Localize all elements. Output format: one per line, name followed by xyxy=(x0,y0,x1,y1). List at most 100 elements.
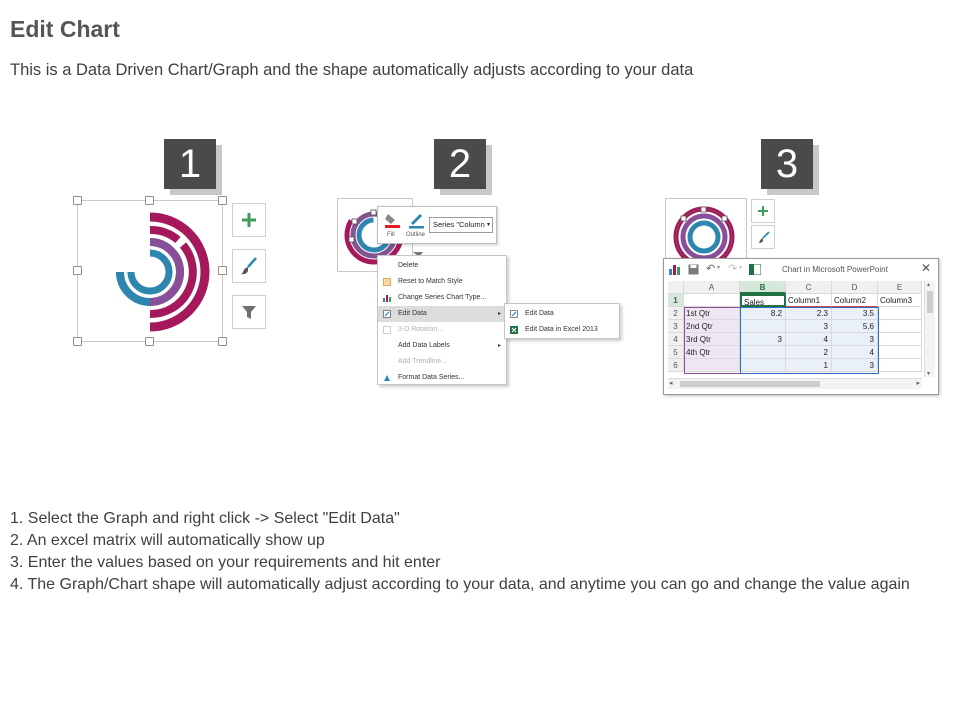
chart-styles-button-3[interactable] xyxy=(751,225,775,249)
table-cell[interactable]: 3rd Qtr xyxy=(684,333,740,346)
chevron-down-icon[interactable]: ▾ xyxy=(717,265,721,271)
table-cell[interactable]: 4th Qtr xyxy=(684,346,740,359)
grid-corner[interactable] xyxy=(668,281,684,294)
instruction-step-1: 1. Select the Graph and right click -> S… xyxy=(10,510,400,527)
resize-handle[interactable] xyxy=(218,196,227,205)
column-header-d[interactable]: D xyxy=(832,281,878,294)
chart-styles-button[interactable] xyxy=(232,249,266,283)
menu-item-reset-style[interactable]: Reset to Match Style xyxy=(378,274,506,290)
menu-item-3d-rotation[interactable]: 3-D Rotation... xyxy=(378,322,506,338)
row-header[interactable]: 4 xyxy=(668,333,684,346)
plus-icon xyxy=(758,206,768,216)
selected-chart-frame[interactable] xyxy=(73,196,227,346)
scroll-left-icon[interactable]: ◂ xyxy=(669,380,673,387)
undo-icon[interactable]: ↶ xyxy=(706,263,716,275)
row-header[interactable]: 6 xyxy=(668,359,684,372)
instruction-step-4: 4. The Graph/Chart shape will automatica… xyxy=(10,576,910,593)
outline-button[interactable] xyxy=(407,210,427,230)
menu-item-change-chart-type[interactable]: Change Series Chart Type... xyxy=(378,290,506,306)
toolbar-overflow xyxy=(410,246,426,257)
save-icon[interactable] xyxy=(688,264,699,275)
menu-item-add-trendline[interactable]: Add Trendline... xyxy=(398,358,448,365)
table-cell[interactable]: Column2 xyxy=(832,294,878,307)
resize-handle[interactable] xyxy=(145,337,154,346)
table-cell[interactable]: 5.6 xyxy=(832,320,878,333)
scrollbar-thumb[interactable] xyxy=(680,381,820,387)
table-cell[interactable]: 2.3 xyxy=(786,307,832,320)
scrollbar-thumb[interactable] xyxy=(927,291,933,313)
row-header[interactable]: 5 xyxy=(668,346,684,359)
table-cell[interactable] xyxy=(740,359,786,372)
close-icon[interactable]: ✕ xyxy=(921,261,932,275)
table-cell[interactable] xyxy=(878,333,922,346)
table-cell[interactable]: 3 xyxy=(786,320,832,333)
table-cell[interactable] xyxy=(684,359,740,372)
donut-chart-small-3[interactable] xyxy=(666,199,746,261)
table-cell[interactable] xyxy=(684,294,740,307)
column-header-c[interactable]: C xyxy=(786,281,832,294)
submenu-arrow-icon: ▸ xyxy=(497,311,501,317)
series-dropdown[interactable]: Series "Column▾ xyxy=(429,217,493,233)
donut-ring-third-b xyxy=(149,238,185,306)
column-header-e[interactable]: E xyxy=(878,281,922,294)
menu-item-add-data-labels[interactable]: Add Data Labels ▸ xyxy=(378,338,506,354)
table-cell[interactable] xyxy=(878,359,922,372)
table-cell[interactable]: 1 xyxy=(786,359,832,372)
resize-handle[interactable] xyxy=(145,196,154,205)
table-cell[interactable]: 3 xyxy=(832,333,878,346)
table-cell[interactable] xyxy=(878,320,922,333)
table-cell[interactable]: Column1 xyxy=(786,294,832,307)
rotation-icon xyxy=(383,326,391,334)
selected-chart-frame-3[interactable] xyxy=(665,198,747,261)
chart-icon xyxy=(669,265,680,275)
chart-filters-button[interactable] xyxy=(232,295,266,329)
scroll-right-icon[interactable]: ▸ xyxy=(916,380,920,387)
chart-elements-button[interactable] xyxy=(232,203,266,237)
resize-handle[interactable] xyxy=(73,266,82,275)
table-cell[interactable]: 3 xyxy=(740,333,786,346)
table-cell[interactable]: 4 xyxy=(832,346,878,359)
scroll-up-icon[interactable]: ▴ xyxy=(927,282,931,288)
column-header-b[interactable]: B xyxy=(740,281,786,294)
table-cell[interactable] xyxy=(878,346,922,359)
table-cell[interactable] xyxy=(878,307,922,320)
column-header-a[interactable]: A xyxy=(684,281,740,294)
donut-chart[interactable] xyxy=(78,201,222,341)
horizontal-scrollbar[interactable]: ◂ ▸ xyxy=(668,378,922,389)
table-cell[interactable]: 3 xyxy=(832,359,878,372)
submenu-item-edit-data[interactable]: Edit Data xyxy=(505,306,619,322)
page-subtitle: This is a Data Driven Chart/Graph and th… xyxy=(10,61,694,79)
data-grid: A B C D E 1 Sales Column1 Column2 Column… xyxy=(668,281,922,377)
fill-button[interactable] xyxy=(383,210,403,230)
format-mini-toolbar: Fill Outline Series "Column▾ xyxy=(377,206,497,244)
vertical-scrollbar[interactable]: ▴ ▾ xyxy=(924,281,935,377)
submenu-item-edit-in-excel[interactable]: Edit Data in Excel 2013 xyxy=(505,322,619,338)
row-header[interactable]: 2 xyxy=(668,307,684,320)
chevron-down-icon: ▾ xyxy=(486,222,490,228)
resize-handle[interactable] xyxy=(73,196,82,205)
chevron-down-icon[interactable]: ▾ xyxy=(739,265,743,271)
redo-icon[interactable]: ↷ xyxy=(728,263,738,275)
row-header[interactable]: 3 xyxy=(668,320,684,333)
chart-elements-button-3[interactable] xyxy=(751,199,775,223)
table-cell-active[interactable]: Sales xyxy=(740,294,786,307)
table-cell[interactable]: 1st Qtr xyxy=(684,307,740,320)
menu-item-edit-data[interactable]: Edit Data ▸ xyxy=(378,306,506,322)
menu-item-delete[interactable]: Delete xyxy=(398,262,419,269)
resize-handle[interactable] xyxy=(73,337,82,346)
table-cell[interactable]: Column3 xyxy=(878,294,922,307)
table-cell[interactable] xyxy=(740,320,786,333)
row-header[interactable]: 1 xyxy=(668,294,684,307)
table-cell[interactable]: 4 xyxy=(786,333,832,346)
table-cell[interactable]: 2 xyxy=(786,346,832,359)
resize-handle[interactable] xyxy=(218,266,227,275)
menu-item-format-data-series[interactable]: Format Data Series... xyxy=(378,370,506,386)
format-series-icon xyxy=(384,375,390,381)
resize-handle[interactable] xyxy=(218,337,227,346)
table-cell[interactable]: 8.2 xyxy=(740,307,786,320)
table-cell[interactable]: 3.5 xyxy=(832,307,878,320)
table-cell[interactable] xyxy=(740,346,786,359)
table-cell[interactable]: 2nd Qtr xyxy=(684,320,740,333)
excel-icon[interactable] xyxy=(749,264,761,275)
scroll-down-icon[interactable]: ▾ xyxy=(927,371,931,377)
